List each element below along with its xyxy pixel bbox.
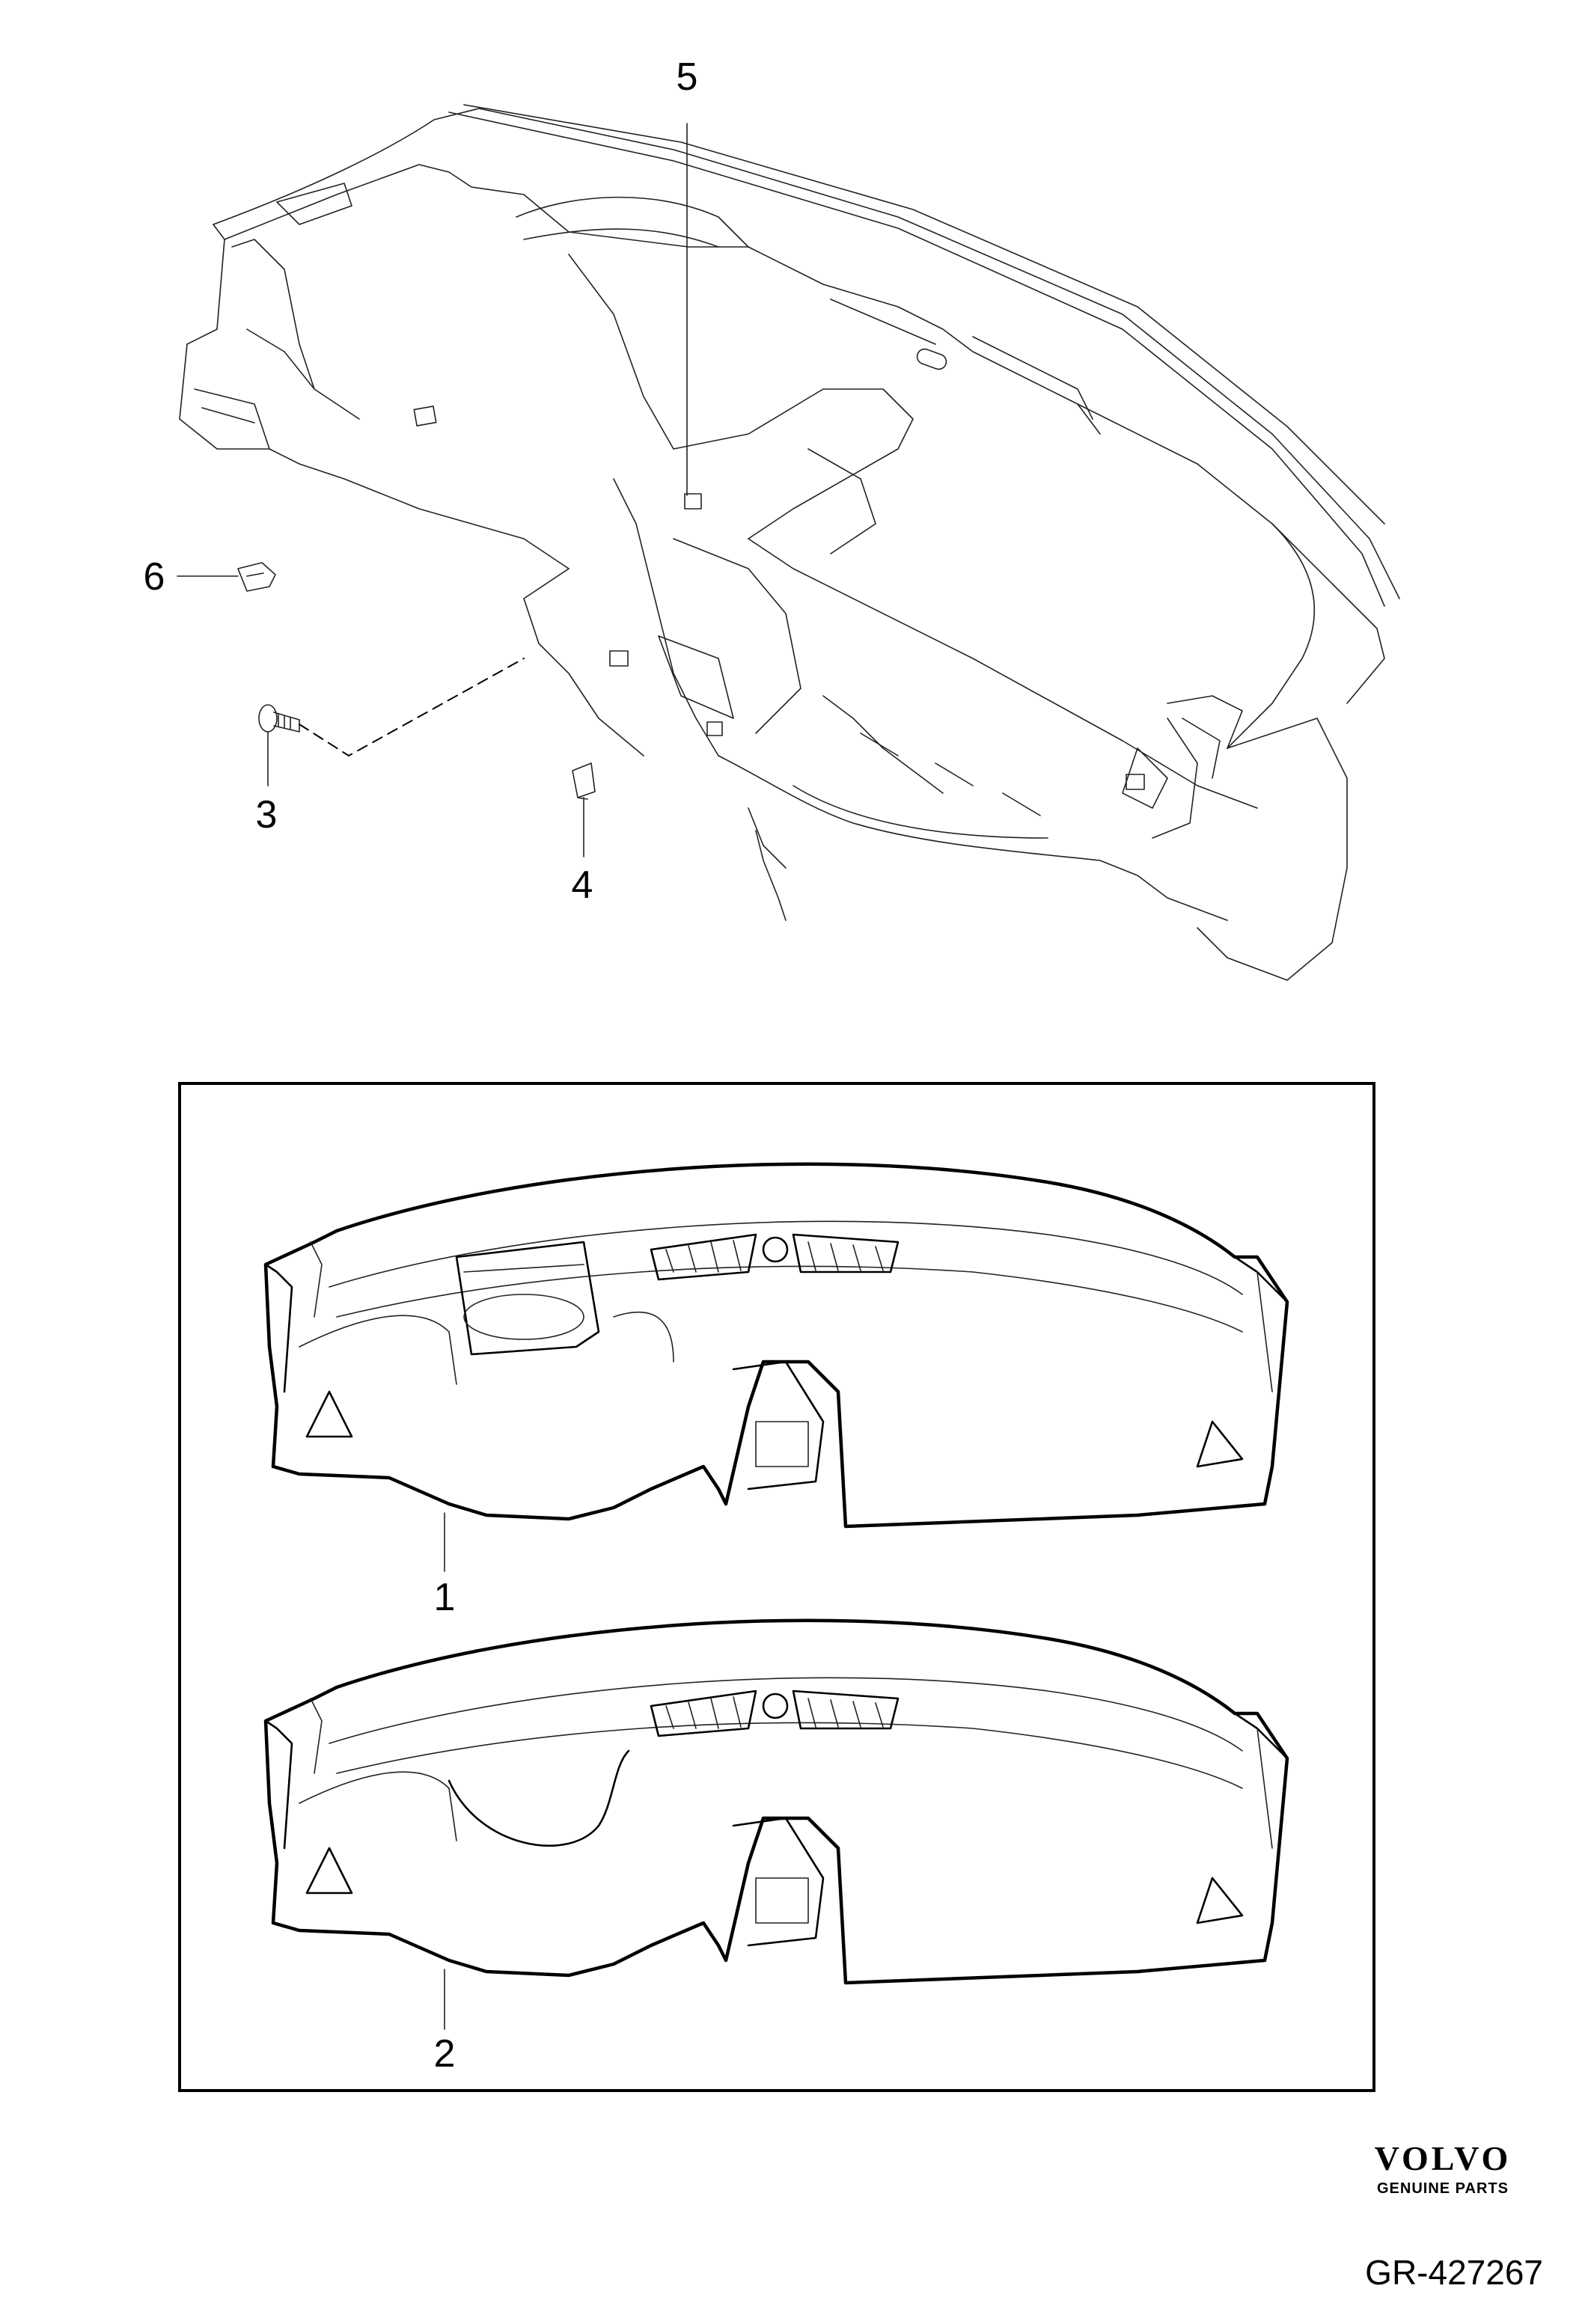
clip-4	[572, 762, 596, 800]
variant-frame	[178, 1082, 1375, 2092]
dashboard-variant-2	[263, 1618, 1289, 1985]
clip-nut-6	[237, 562, 276, 592]
callout-4: 4	[572, 863, 593, 907]
screw-3	[258, 704, 300, 733]
callout-6: 6	[144, 555, 165, 599]
diagram-id: GR-427267	[1365, 2253, 1543, 2292]
callout-1: 1	[434, 1576, 456, 1619]
dashboard-variant-1	[263, 1162, 1289, 1529]
screw-path	[299, 658, 525, 756]
volvo-genuine-parts-logo: VOLVO GENUINE PARTS	[1353, 2141, 1533, 2198]
dashboard-assembly-illustration	[179, 104, 1400, 981]
callout-2: 2	[434, 2032, 456, 2076]
callout-3: 3	[256, 793, 278, 837]
brand-logo-text: VOLVO	[1374, 2139, 1512, 2177]
brand-subtitle: GENUINE PARTS	[1377, 2180, 1509, 2197]
callout-5: 5	[677, 55, 698, 99]
